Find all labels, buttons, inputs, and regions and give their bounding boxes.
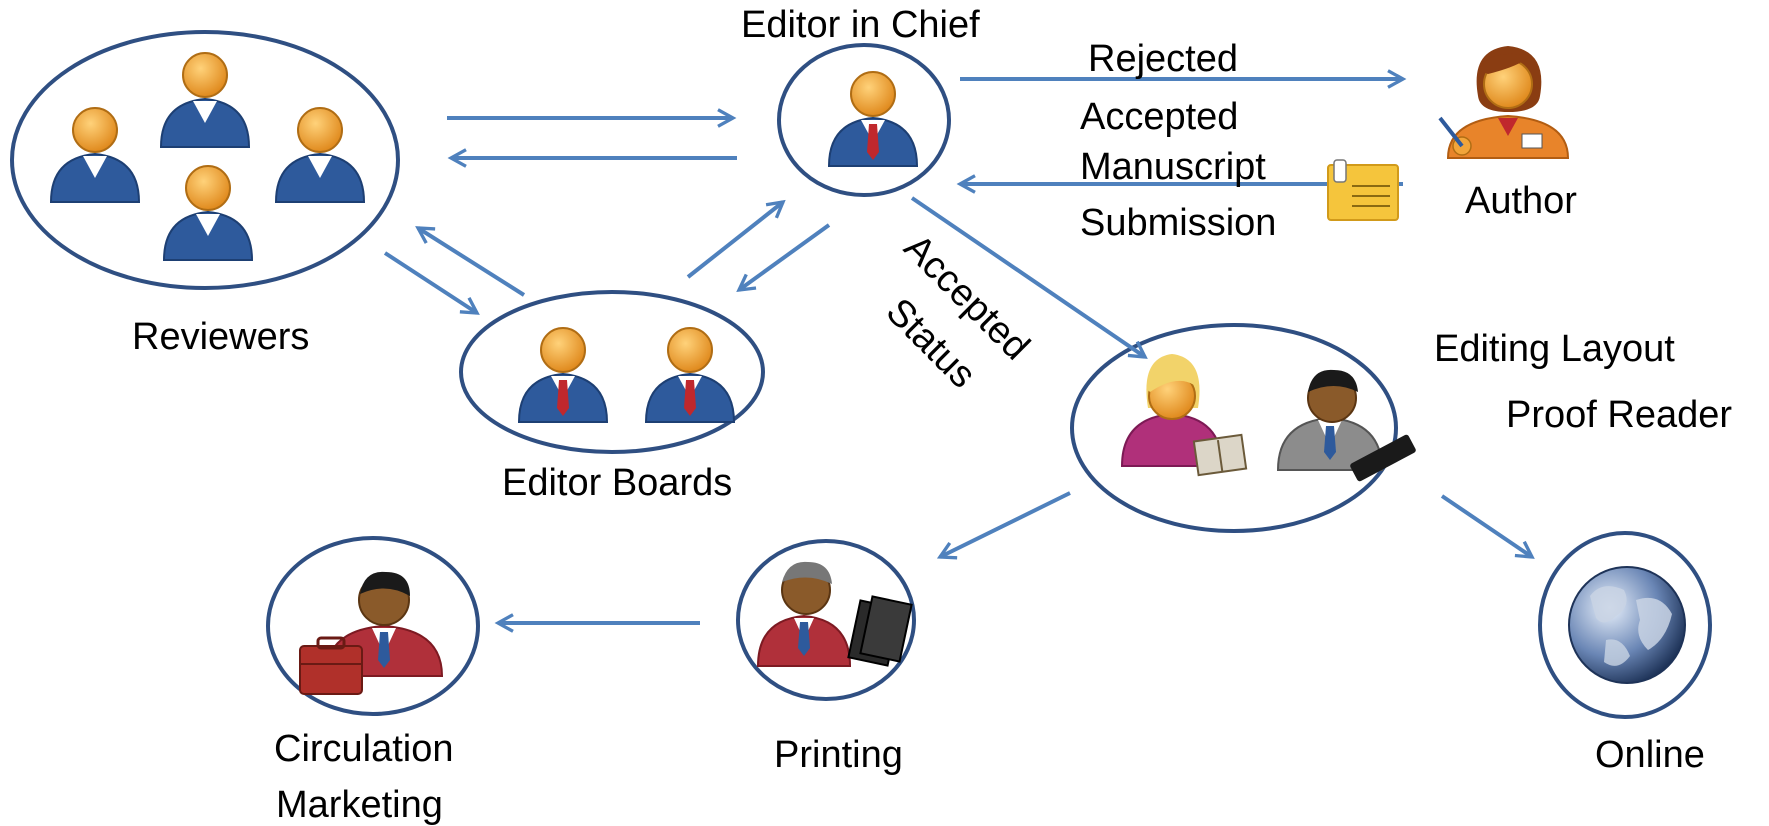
online-ellipse <box>1538 531 1712 719</box>
printing-label: Printing <box>774 734 903 776</box>
editor-in-chief-ellipse <box>777 43 951 197</box>
editor-boards-label: Editor Boards <box>502 462 733 504</box>
author-label: Author <box>1465 180 1577 222</box>
manuscript-document-icon <box>1327 159 1399 221</box>
editor-boards-icon <box>519 328 734 422</box>
globe-icon <box>1568 566 1686 684</box>
reviewers-ellipse <box>10 30 400 290</box>
circulation-ellipse <box>266 536 480 716</box>
marketing-label: Marketing <box>276 784 443 826</box>
editor-in-chief-label: Editor in Chief <box>741 4 980 46</box>
accepted-manuscript-label-2: Manuscript <box>1080 146 1266 188</box>
arrow-chief-to-boards <box>739 223 831 290</box>
arrow-reviewers-to-boards <box>383 251 477 313</box>
editing-ellipse <box>1070 323 1398 533</box>
rejected-label: Rejected <box>1088 38 1238 80</box>
editing-people-icon <box>1120 354 1416 482</box>
salesman-briefcase-icon <box>299 571 444 695</box>
arrow-editing-to-online <box>1440 494 1532 557</box>
arrow-editing-to-printing <box>940 491 1071 557</box>
submission-label: Submission <box>1080 202 1277 244</box>
proof-reader-label: Proof Reader <box>1506 394 1733 436</box>
accepted-manuscript-label-1: Accepted <box>1080 96 1239 138</box>
online-label: Online <box>1595 734 1705 776</box>
editor-in-chief-icon <box>829 72 917 166</box>
reviewers-icon <box>50 52 365 261</box>
arrow-chief-to-editing <box>910 196 1145 357</box>
editing-layout-label: Editing Layout <box>1434 328 1675 370</box>
printing-ellipse <box>736 539 916 701</box>
arrow-boards-to-reviewers <box>418 228 526 297</box>
circulation-label: Circulation <box>274 728 454 770</box>
author-icon <box>1438 46 1570 159</box>
arrow-boards-to-chief <box>686 202 783 279</box>
printing-person-icon <box>756 561 913 667</box>
editor-boards-ellipse <box>459 290 765 454</box>
reviewers-label: Reviewers <box>132 316 310 358</box>
